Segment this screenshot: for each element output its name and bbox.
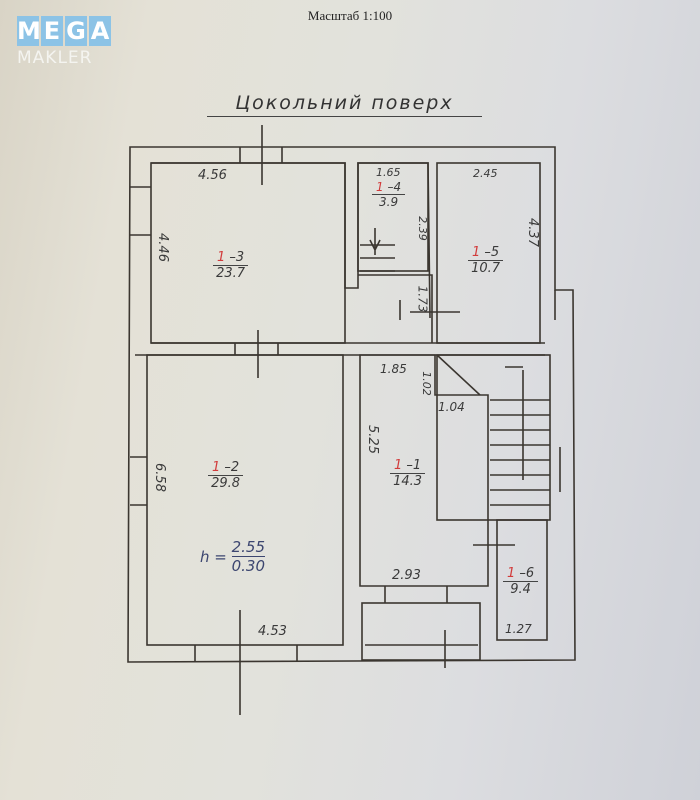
logo-makler: MAKLER	[17, 48, 93, 68]
floor-title: Цокольний поверх	[207, 92, 482, 117]
watermark-logo: M E G A MAKLER	[17, 16, 113, 68]
room-1-2: 1 –2 29.8	[208, 460, 244, 491]
dim-room5-depth: 4.37	[524, 218, 540, 247]
logo-letter: A	[89, 16, 111, 46]
dim-room3-width: 4.56	[198, 168, 227, 183]
room-1-4: 1 –4 3.9	[372, 180, 406, 209]
dim-room5-width: 2.45	[473, 167, 498, 180]
logo-letter: G	[65, 16, 87, 46]
dim-room2-width: 4.53	[258, 624, 287, 639]
height-floor: 0.30	[231, 557, 266, 575]
dim-room1-step: 1.02	[419, 371, 433, 396]
dim-room1-depth: 5.25	[364, 425, 380, 454]
room-1-3: 1 –3 23.7	[213, 250, 249, 281]
dim-room1-width: 2.93	[392, 568, 421, 583]
logo-letter: M	[17, 16, 41, 46]
logo-letter: E	[41, 16, 63, 46]
dim-room2-depth: 6.58	[151, 463, 167, 492]
dim-room4-width: 1.65	[376, 166, 401, 179]
dim-room3-depth: 4.46	[154, 233, 170, 262]
room-1-5: 1 –5 10.7	[468, 245, 504, 276]
scale-label: Масштаб 1:100	[307, 8, 393, 23]
dim-room1-stair: 1.04	[438, 400, 465, 414]
logo-mega: M E G A	[17, 16, 113, 46]
height-prefix: h =	[200, 548, 227, 566]
height-note: h = 2.55 0.30	[200, 538, 266, 575]
room-1-1: 1 –1 14.3	[390, 458, 426, 489]
dim-room4-depth: 2.39	[415, 216, 429, 241]
dim-room1-top: 1.85	[380, 362, 407, 376]
dim-room6-width: 1.27	[505, 622, 532, 636]
room-1-6: 1 –6 9.4	[503, 566, 539, 597]
height-ceiling: 2.55	[231, 538, 266, 557]
dim-corridor: 1.73	[415, 285, 430, 313]
